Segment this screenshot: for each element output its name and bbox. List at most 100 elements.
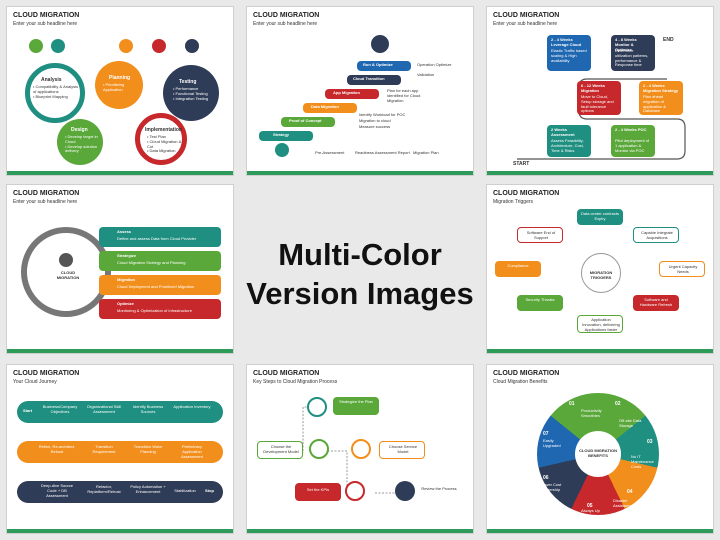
settings-icon [185, 39, 199, 53]
slide-title: CLOUD MIGRATION [253, 12, 320, 19]
note-identify: Identify Workload for POC [359, 112, 406, 117]
slide-migration-benefits[interactable]: CLOUD MIGRATION Cloud Migration Benefits… [486, 364, 714, 534]
step-cloud-transition: Cloud Transition [347, 75, 401, 85]
bottom-migration-plan: Migration Plan [413, 150, 439, 155]
center-ring [21, 227, 111, 317]
slide-cloud-migration-steps[interactable]: CLOUD MIGRATION Enter your sub headline … [6, 184, 234, 354]
row1-item-1: Business/Company Objectives [42, 404, 78, 414]
slide-footer-bar [247, 529, 473, 533]
row3-item-3: Policy Automation + Enhancement [130, 484, 166, 494]
trigger-innovation: Application Innovation, delivering Appli… [577, 315, 623, 333]
note-validation: Validation [417, 72, 435, 77]
plan-icon [307, 397, 327, 417]
planning-items: • Prioritizing Application [103, 82, 125, 92]
design-items: • Develop target in Cloud • Develop solu… [65, 134, 98, 154]
planning-circle [95, 61, 143, 109]
note-operation: Operation Optimize [417, 62, 452, 67]
benefit-4-number: 04 [627, 489, 633, 495]
step-review: Review the Process [421, 486, 457, 491]
slide-analysis-planning[interactable]: CLOUD MIGRATION Enter your sub headline … [6, 6, 234, 176]
slide-migration-triggers[interactable]: CLOUD MIGRATION Migration Triggers MIGRA… [486, 184, 714, 354]
start-label: START [513, 161, 530, 167]
slide-migration-timeline[interactable]: CLOUD MIGRATION Enter your sub headline … [486, 6, 714, 176]
center-label: CLOUD MIGRATION [56, 270, 80, 280]
wheel-center [575, 431, 621, 477]
trigger-integrate: Capable Integrate Acquisitions [633, 227, 679, 243]
step-data-migration: Data Migration [303, 103, 357, 113]
slide-subtitle: Key Steps to Cloud Migration Process [253, 379, 338, 385]
row3-item-1: Deep-dive Source Code + DB Assessment [40, 483, 74, 498]
trigger-security: Security Threats [517, 295, 563, 311]
step-strategy: Strategy [259, 131, 313, 141]
row2-item-2: Transition Wave Planning [133, 444, 163, 454]
design-circle [57, 119, 103, 165]
slide-footer-bar [487, 171, 713, 175]
step-poc: Proof of Concept [281, 117, 335, 127]
center-hex [581, 253, 621, 293]
center-heading: Multi-Color Version Images [246, 236, 474, 314]
people-icon [51, 39, 65, 53]
cloud-icon [371, 35, 389, 53]
benefit-5-number: 05 [587, 503, 593, 509]
slide-footer-bar [7, 529, 233, 533]
review-icon [395, 481, 415, 501]
slide-title: CLOUD MIGRATION [253, 370, 320, 377]
slide-subtitle: Enter your sub headline here [493, 21, 558, 27]
slide-cloud-journey[interactable]: CLOUD MIGRATION Your Cloud Journey Start… [6, 364, 234, 534]
slide-title: CLOUD MIGRATION [13, 370, 80, 377]
row3-item-2: Refactor, Replatform/Rehost [87, 484, 121, 494]
slide-subtitle: Your Cloud Journey [13, 379, 57, 385]
slide-footer-bar [247, 171, 473, 175]
step-service-model: Choose Service Model [379, 441, 425, 459]
benefit-7-text: Easily Upgraded [543, 438, 561, 448]
cloud-icon [59, 253, 73, 267]
gear-icon [119, 39, 133, 53]
analysis-circle [25, 63, 85, 123]
slide-migration-stairs[interactable]: CLOUD MIGRATION Enter your sub headline … [246, 6, 474, 176]
testing-title: Testing [179, 79, 197, 85]
start-label: Start [23, 408, 33, 413]
trigger-compliance: Compliance [495, 261, 541, 277]
row1-item-4: Application Inventory [173, 404, 211, 409]
row1-item-3: Identify Business Sources [132, 404, 164, 414]
step-strategize: Strategize the Plan [333, 397, 379, 415]
note-migration: Migration to cloud [359, 118, 391, 123]
end-label: END [663, 37, 674, 43]
slide-footer-bar [7, 171, 233, 175]
trigger-data-center: Data center contracts Expiry [577, 209, 623, 225]
chart-icon [152, 39, 166, 53]
slide-key-steps[interactable]: CLOUD MIGRATION Key Steps to Cloud Migra… [246, 364, 474, 534]
implementation-circle [135, 113, 187, 165]
bottom-readiness: Readiness Assessment Report [355, 150, 410, 155]
row2-item-1: Preliminary Application Assessment [181, 444, 203, 459]
slide-subtitle: Migration Triggers [493, 199, 534, 205]
row2-item-3: Transition Requirement [92, 444, 116, 454]
slide-subtitle: Enter your sub headline here [13, 21, 78, 27]
journey-row-1 [17, 401, 223, 423]
benefit-3-text: No IT Maintenance Costs [631, 454, 654, 469]
testing-circle [163, 65, 219, 121]
bottom-pre-assessment: Pre-Assessment [315, 150, 345, 155]
benefit-7-number: 07 [543, 431, 549, 437]
stop-label: Stop [205, 488, 214, 493]
row3-item-4: Stabilization [174, 488, 196, 493]
note-plan: Plan for each app identified for Cloud M… [387, 88, 421, 103]
center-heading-line2: Version Images [246, 275, 474, 311]
slide-title: CLOUD MIGRATION [493, 370, 560, 377]
slide-footer-bar [487, 349, 713, 353]
center-label: CLOUD MIGRATION BENEFITS [579, 448, 617, 458]
center-label: MIGRATION TRIGGERS [589, 270, 613, 280]
note-measure: Measure success [359, 124, 391, 129]
planning-title: Planning [109, 75, 131, 81]
implementation-title: Implementation [145, 127, 182, 133]
cloud-icon [29, 39, 43, 53]
